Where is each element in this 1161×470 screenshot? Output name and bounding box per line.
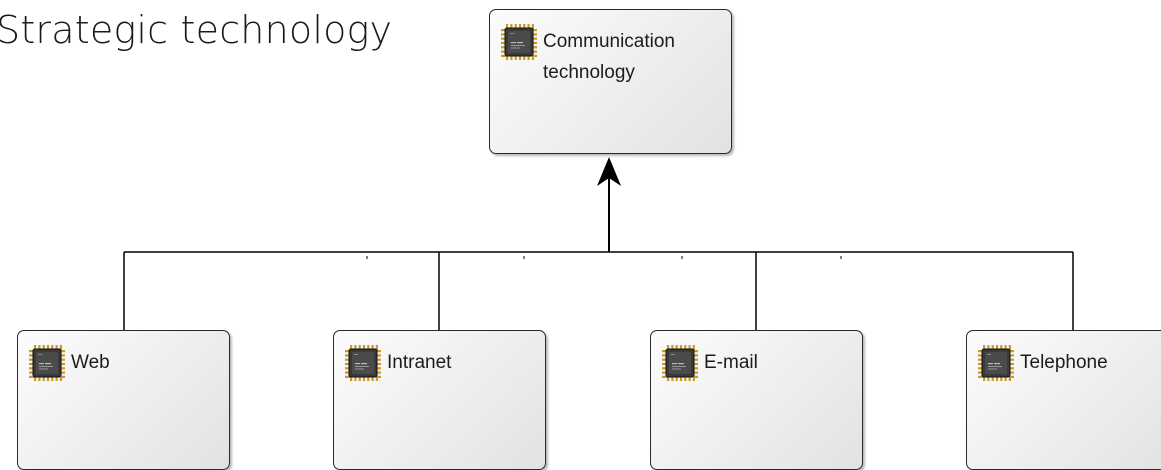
chip-icon: [29, 345, 65, 381]
connector-trunk: [597, 157, 621, 252]
node-web[interactable]: Web: [17, 330, 230, 470]
node-label: Communication technology: [543, 31, 675, 83]
node-telephone[interactable]: Telephone: [966, 330, 1161, 470]
generalization-arrowhead: [597, 157, 621, 186]
chip-icon: [501, 24, 537, 60]
node-label: Telephone: [1020, 352, 1108, 373]
node-email[interactable]: E-mail: [650, 330, 863, 470]
connector-lines: [123, 157, 1074, 330]
node-label: Intranet: [387, 352, 452, 373]
node-communication-technology[interactable]: Communication technology: [489, 9, 732, 154]
chip-icon: [662, 345, 698, 381]
node-label: E-mail: [704, 352, 758, 373]
node-intranet[interactable]: Intranet: [333, 330, 546, 470]
junction-ticks: [366, 256, 842, 259]
node-label: Web: [71, 352, 110, 373]
chip-icon: [345, 345, 381, 381]
diagram-title: Strategic technology: [0, 8, 393, 52]
chip-icon: [978, 345, 1014, 381]
